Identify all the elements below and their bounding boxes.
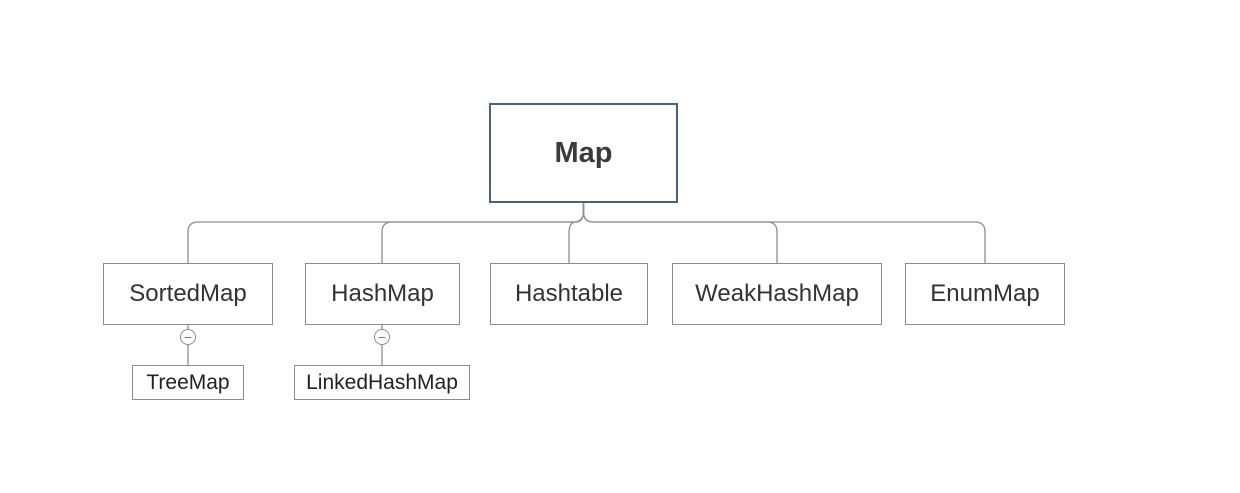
node-hashtable[interactable]: Hashtable (490, 263, 648, 325)
node-sortedmap[interactable]: SortedMap (103, 263, 273, 325)
minus-icon: − (377, 328, 387, 345)
node-linkedhashmap[interactable]: LinkedHashMap (294, 365, 470, 400)
node-treemap-label: TreeMap (146, 370, 230, 394)
connector-map-hashtable (568, 203, 585, 263)
connector-map-sortedmap (187, 203, 585, 263)
node-hashtable-label: Hashtable (514, 280, 624, 307)
node-map[interactable]: Map (489, 103, 678, 203)
connector-map-weakhashmap (582, 203, 778, 263)
node-linkedhashmap-label: LinkedHashMap (306, 370, 458, 394)
collapse-toggle-hashmap[interactable]: − (374, 329, 390, 345)
minus-icon: − (183, 328, 193, 345)
node-enummap-label: EnumMap (930, 280, 1040, 307)
connector-map-enummap (582, 203, 986, 263)
node-enummap[interactable]: EnumMap (905, 263, 1065, 325)
node-map-label: Map (554, 136, 613, 169)
node-weakhashmap[interactable]: WeakHashMap (672, 263, 882, 325)
node-hashmap-label: HashMap (331, 280, 434, 307)
node-sortedmap-label: SortedMap (129, 280, 247, 307)
node-hashmap[interactable]: HashMap (305, 263, 460, 325)
node-treemap[interactable]: TreeMap (132, 365, 244, 400)
connector-map-hashmap (381, 203, 585, 263)
collapse-toggle-sortedmap[interactable]: − (180, 329, 196, 345)
node-weakhashmap-label: WeakHashMap (695, 280, 859, 307)
